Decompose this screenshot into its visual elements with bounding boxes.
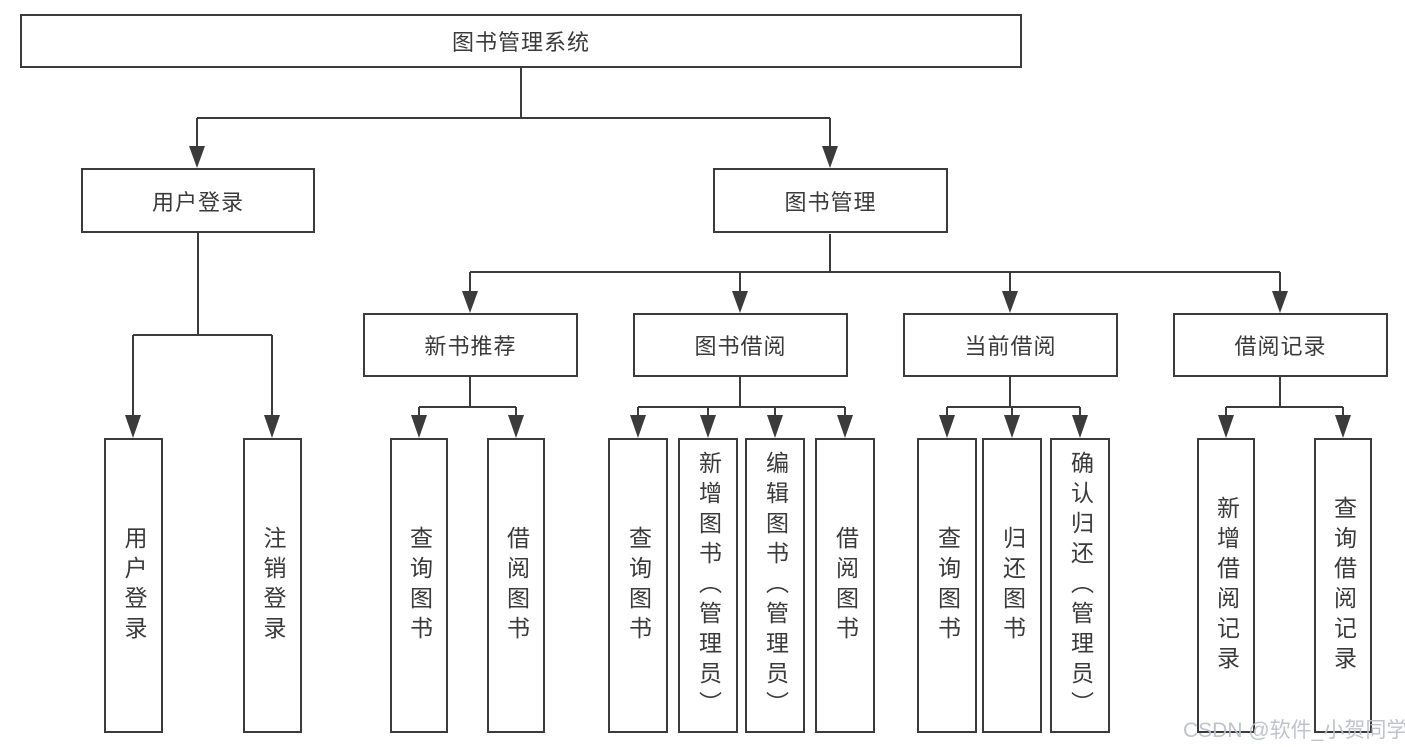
- leaf-label: 借阅图书: [503, 525, 530, 646]
- leaf-label: 查询图书: [934, 525, 961, 646]
- node-root-library-system: 图书管理系统: [20, 14, 1022, 68]
- leaf-logout: 注销登录: [243, 438, 302, 733]
- node-label: 借阅记录: [1234, 334, 1327, 359]
- node-label: 用户登录: [151, 189, 244, 215]
- leaf-label: 归还图书: [999, 525, 1026, 646]
- leaf-edit-books-admin: 编辑图书（管理员）: [745, 438, 805, 733]
- node-borrowing-records: 借阅记录: [1173, 313, 1388, 377]
- leaf-label: 确认归还（管理员）: [1067, 450, 1094, 721]
- leaf-label: 查询借阅记录: [1330, 495, 1357, 676]
- leaf-label: 编辑图书（管理员）: [762, 450, 789, 721]
- leaf-add-books-admin: 新增图书（管理员）: [678, 438, 738, 733]
- node-current-borrowing: 当前借阅: [903, 313, 1118, 377]
- leaf-label: 新增借阅记录: [1213, 495, 1240, 676]
- node-label: 图书借阅: [694, 334, 787, 359]
- leaf-label: 新增图书（管理员）: [695, 450, 722, 721]
- csdn-watermark: CSDN @软件_小贺同学: [1183, 719, 1405, 742]
- node-root-label: 图书管理系统: [451, 30, 590, 55]
- node-new-book-recommend: 新书推荐: [363, 313, 578, 377]
- leaf-return-books: 归还图书: [982, 438, 1042, 733]
- leaf-label: 查询图书: [406, 525, 433, 646]
- leaf-borrow-books-recommend: 借阅图书: [487, 438, 545, 733]
- leaf-label: 查询图书: [625, 525, 652, 646]
- leaf-query-books-recommend: 查询图书: [390, 438, 448, 733]
- leaf-add-borrow-record: 新增借阅记录: [1197, 438, 1255, 733]
- leaf-user-login: 用户登录: [104, 438, 163, 733]
- leaf-label: 借阅图书: [832, 525, 859, 646]
- leaf-query-books-borrow: 查询图书: [608, 438, 668, 733]
- leaf-label: 注销登录: [260, 525, 286, 646]
- leaf-query-books-current: 查询图书: [917, 438, 977, 733]
- leaf-query-borrow-record: 查询借阅记录: [1314, 438, 1372, 733]
- leaf-label: 用户登录: [121, 525, 147, 646]
- node-book-management: 图书管理: [713, 168, 948, 233]
- node-label: 新书推荐: [424, 334, 517, 359]
- node-label: 当前借阅: [964, 334, 1057, 359]
- node-label: 图书管理: [784, 189, 877, 215]
- leaf-confirm-return-admin: 确认归还（管理员）: [1050, 438, 1110, 733]
- node-user-login-branch: 用户登录: [81, 168, 315, 233]
- leaf-borrow-books: 借阅图书: [815, 438, 875, 733]
- node-book-borrowing: 图书借阅: [633, 313, 848, 377]
